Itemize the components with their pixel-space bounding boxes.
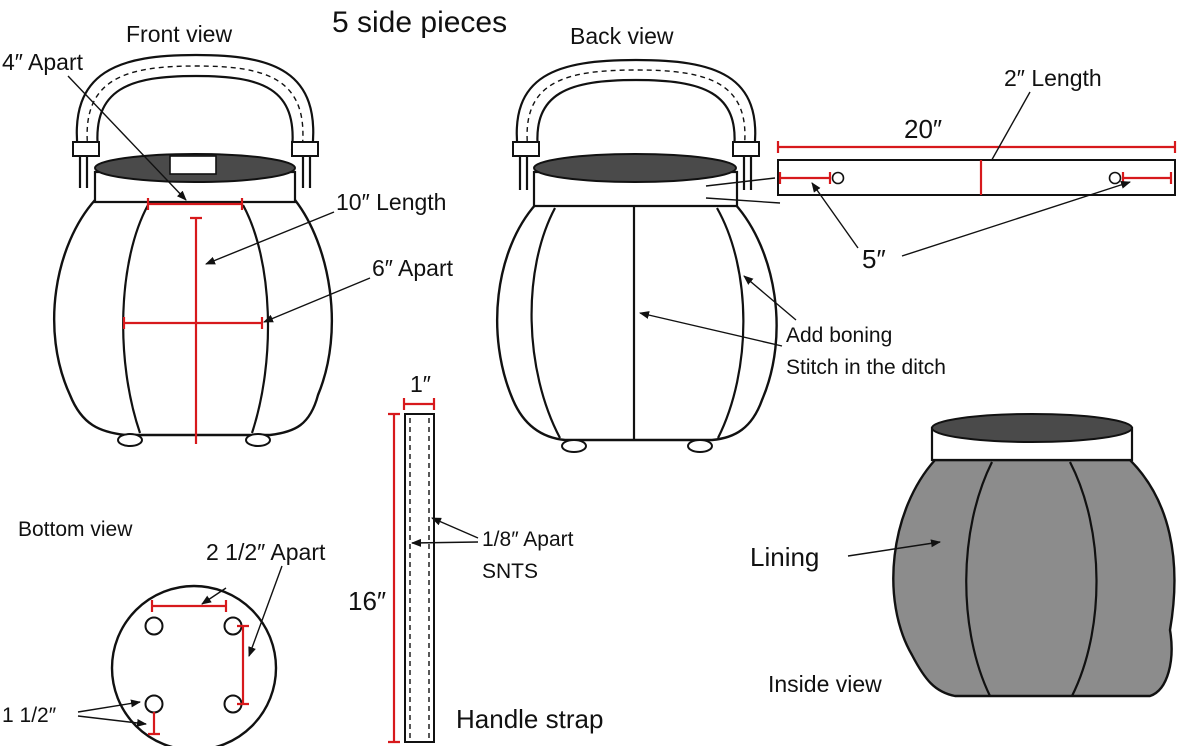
band-end-label: 5″ [862, 244, 886, 274]
inside-view: Lining Inside view [750, 413, 1176, 698]
strap-seam-line1: 1/8″ Apart [482, 528, 574, 551]
strap-width-label: 1″ [410, 371, 431, 397]
strap-seam-line2: SNTS [482, 560, 538, 583]
front-view-heading: Front view [126, 21, 232, 47]
back-view: Back view Add boning Stitch in the ditch [495, 23, 946, 453]
inside-view-heading: Inside view [768, 671, 882, 697]
diagram-title: 5 side pieces [332, 6, 507, 39]
bottom-edge-label: 1 1/2″ [2, 704, 57, 727]
front-apart-6-label: 6″ Apart [372, 255, 454, 281]
strap-name-label: Handle strap [456, 704, 603, 734]
back-opening [533, 153, 737, 183]
strap-length-label: 16″ [348, 586, 386, 616]
back-bag-body [495, 202, 778, 442]
front-bag-body [53, 198, 334, 437]
back-annotation-line1: Add boning [786, 324, 892, 347]
front-apart-4-label: 4″ Apart [2, 49, 84, 75]
band-width-label: 20″ [904, 114, 942, 144]
back-view-heading: Back view [570, 23, 674, 49]
front-view: Front view 4″ Apart 10″ Length 6″ Apa [2, 21, 454, 447]
back-handle [512, 58, 760, 190]
back-annotation-line2: Stitch in the ditch [786, 356, 946, 379]
bottom-view-heading: Bottom view [18, 518, 133, 541]
front-handle [72, 53, 319, 188]
band-piece: 20″ 2″ Length 5″ [776, 65, 1177, 274]
lining-body [892, 458, 1176, 698]
lining-label: Lining [750, 542, 819, 572]
bottom-apart-label: 2 1/2″ Apart [206, 539, 326, 565]
band-center-label: 2″ Length [1004, 65, 1102, 91]
strap-rectangle [404, 413, 435, 743]
bottom-circle [110, 584, 278, 746]
bottom-view: Bottom view 2 1/2″ Apart 1 1/2″ [2, 518, 326, 746]
handle-strap: 1″ 16″ 1/8″ Apart SNTS Handle strap [348, 371, 603, 744]
inside-opening [931, 413, 1133, 443]
front-length-10-label: 10″ Length [336, 189, 446, 215]
